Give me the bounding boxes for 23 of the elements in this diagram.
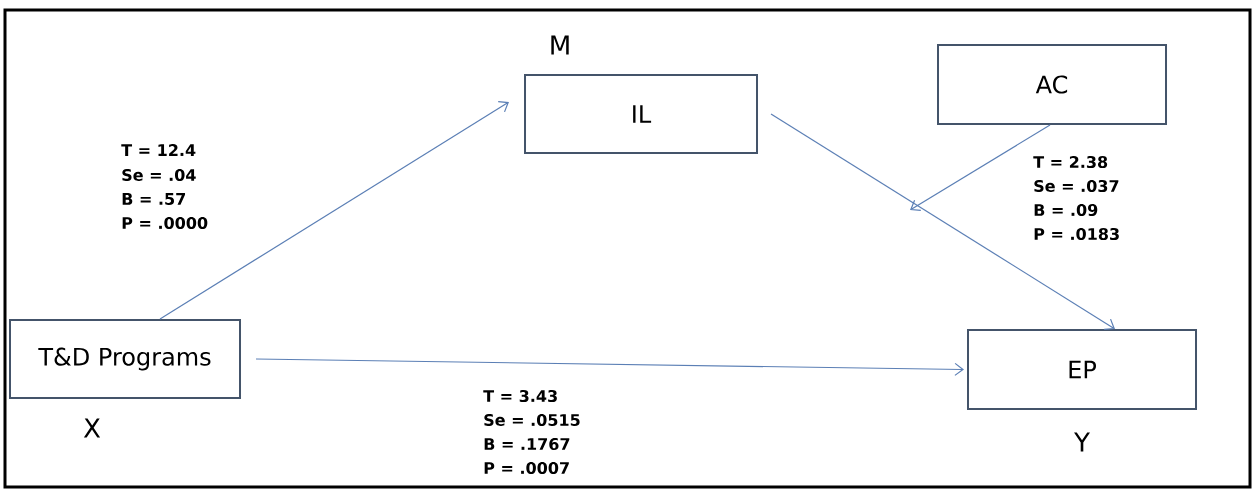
statistic-label: T = 3.43	[483, 389, 557, 403]
statistic-label: Se = .0515	[484, 413, 580, 427]
statistic-label: P = .0000	[122, 216, 208, 230]
statistic-label: B = .57	[122, 193, 185, 205]
statistic-label: Se = .04	[122, 168, 196, 182]
arrow	[159, 101, 509, 320]
statistic-label: B = .09	[1034, 203, 1098, 217]
statistic-label: T = 12.4	[121, 144, 196, 156]
variable-box: AC	[937, 44, 1167, 125]
arrow	[255, 358, 964, 376]
variable-box: EP	[967, 329, 1197, 410]
variable-letter: Y	[1074, 432, 1090, 452]
variable-box: T&D Programs	[9, 319, 241, 399]
statistic-label: Se = .037	[1034, 179, 1119, 193]
statistic-label: B = .1767	[484, 437, 570, 451]
arrow	[910, 124, 1051, 212]
statistic-label: T = 2.38	[1033, 155, 1108, 169]
statistic-label: P = .0183	[1034, 227, 1119, 241]
variable-letter: M	[551, 35, 569, 55]
statistic-label: P = .0007	[484, 461, 569, 475]
variable-box: IL	[524, 74, 758, 154]
arrow	[770, 113, 1115, 330]
variable-letter: X	[83, 418, 101, 438]
